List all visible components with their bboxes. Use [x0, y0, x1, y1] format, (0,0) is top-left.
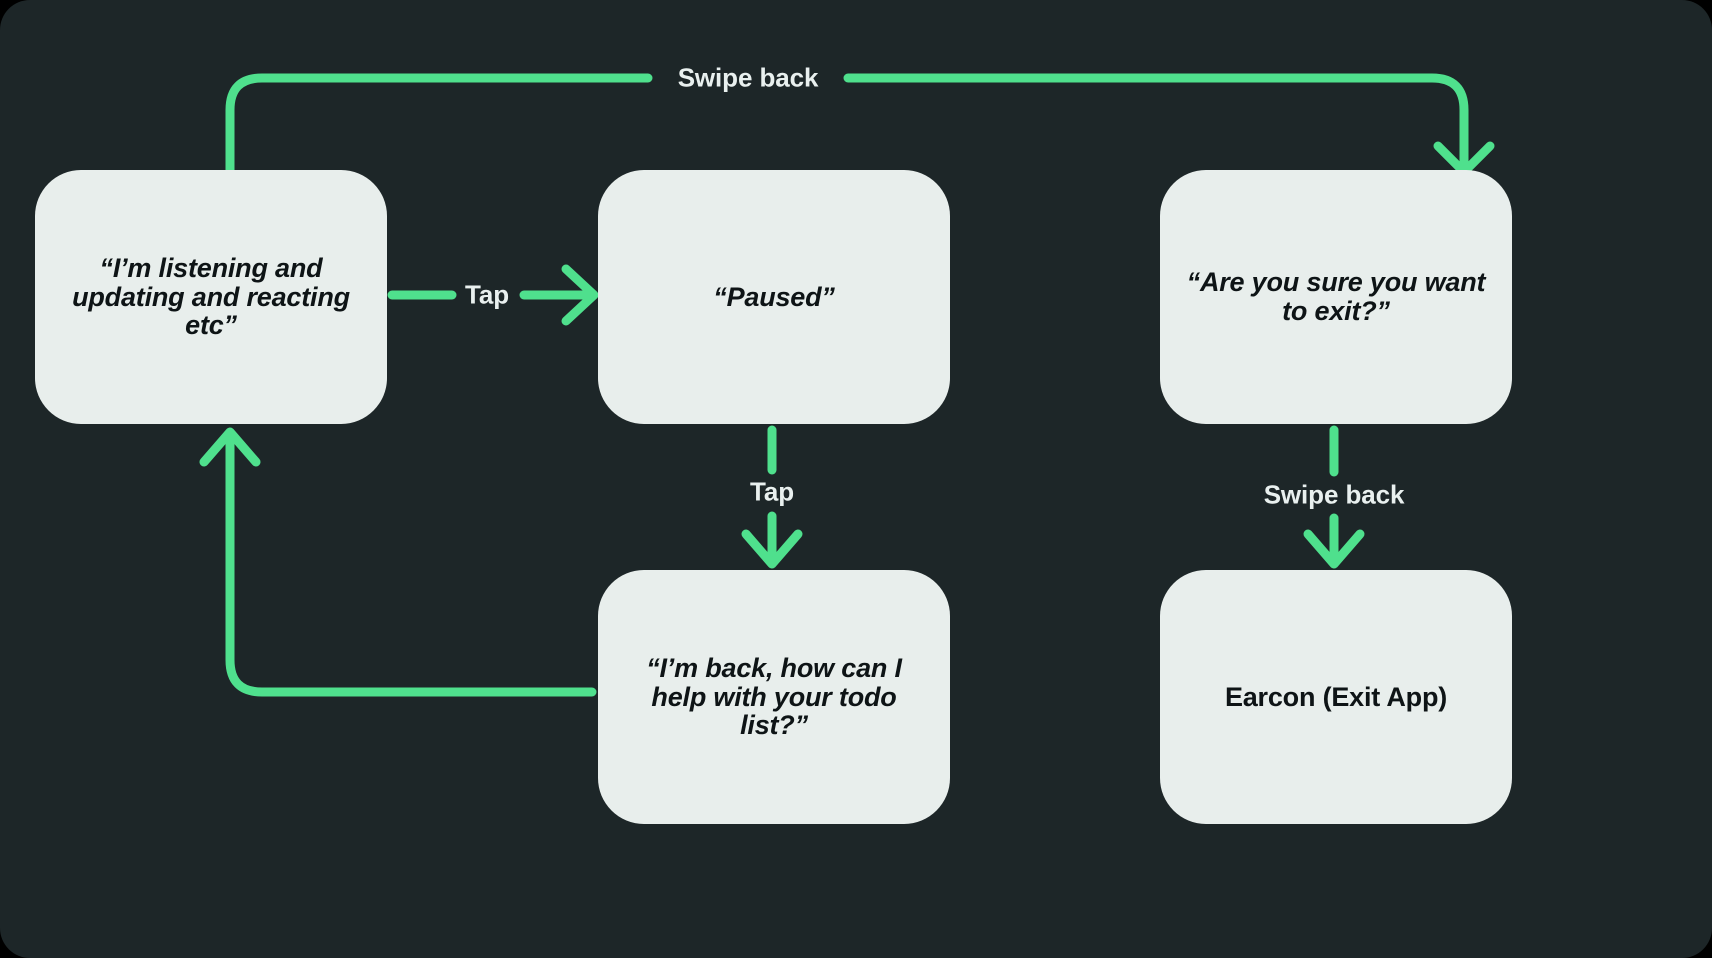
edge-label-tap-vertical: Tap: [750, 476, 794, 507]
edge-paused-to-back-arrowhead: [741, 529, 803, 569]
edge-listening-to-paused-arrowhead: [561, 264, 599, 326]
edge-label-swipe-back-top: Swipe back: [677, 62, 819, 93]
node-earcon-label: Earcon (Exit App): [1224, 681, 1448, 712]
edge-listening-to-confirm-right-segment: [843, 73, 1469, 173]
edge-listening-to-confirm-arrowhead: [1433, 141, 1495, 177]
edge-listening-to-confirm-left-segment: [225, 73, 653, 175]
edge-confirm-to-earcon-arrowhead: [1303, 529, 1365, 569]
node-listening-label: “I’m listening and updating and reacting…: [72, 253, 350, 341]
node-earcon[interactable]: Earcon (Exit App): [1160, 570, 1512, 824]
node-paused-label: “Paused”: [713, 281, 835, 312]
edge-label-tap-horizontal: Tap: [465, 279, 509, 310]
node-back-label: “I’m back, how can I help with your todo…: [646, 653, 902, 741]
node-back[interactable]: “I’m back, how can I help with your todo…: [598, 570, 950, 824]
node-listening[interactable]: “I’m listening and updating and reacting…: [35, 170, 387, 424]
edge-label-swipe-back-right: Swipe back: [1263, 479, 1405, 510]
edge-back-to-listening-path: [225, 431, 597, 697]
node-confirm-label: “Are you sure you want to exit?”: [1186, 267, 1486, 326]
edge-back-to-listening-arrowhead: [199, 427, 261, 467]
node-paused[interactable]: “Paused”: [598, 170, 950, 424]
node-confirm[interactable]: “Are you sure you want to exit?”: [1160, 170, 1512, 424]
